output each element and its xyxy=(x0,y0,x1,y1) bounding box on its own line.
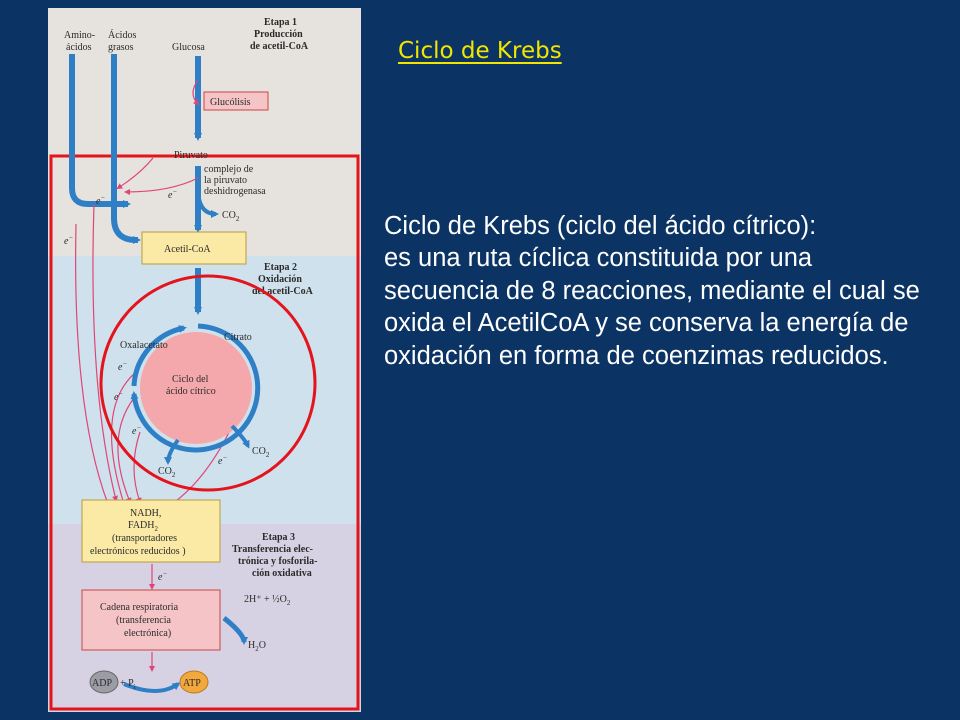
co2-arrow-left xyxy=(164,438,180,465)
highlight-frame xyxy=(49,154,360,711)
atp-node xyxy=(179,670,209,694)
electron-label-3: e− xyxy=(64,234,73,247)
cycle-disc xyxy=(140,332,252,444)
glycolysis-label: Glucólisis xyxy=(210,97,251,108)
carriers-l4: electrónicos reducidos ) xyxy=(90,546,186,557)
co2-label-1: CO2 xyxy=(222,210,240,223)
chain-l2: (transferencia xyxy=(116,615,172,626)
cycle-l1: Ciclo del xyxy=(172,374,209,385)
cycle-l2: ácido cítrico xyxy=(166,386,216,397)
chain-l3: electrónica) xyxy=(124,628,171,639)
electron-label-2: e− xyxy=(168,188,177,201)
flow-fatty-arrow xyxy=(111,54,141,244)
electron-label-7: e− xyxy=(218,454,227,467)
carriers-l2: FADH2 xyxy=(128,520,158,533)
stage3-l2: Transferencia elec- xyxy=(232,544,313,555)
electron-label-8: e− xyxy=(158,570,167,583)
stage3-l1: Etapa 3 xyxy=(262,532,295,543)
cycle-ring-back xyxy=(131,325,187,387)
carriers-box xyxy=(81,499,221,563)
slide-title: Ciclo de Krebs xyxy=(398,38,562,64)
co2-label-3: CO2 xyxy=(252,446,270,459)
electron-glycolysis xyxy=(192,79,200,106)
water-arrow xyxy=(222,616,248,645)
stage1-l1: Etapa 1 xyxy=(264,17,297,28)
chain-box xyxy=(81,589,221,651)
adp-node xyxy=(89,670,119,694)
body-line-description: es una ruta cíclica constituida por una … xyxy=(384,244,920,370)
stage1-l3: de acetil-CoA xyxy=(250,41,309,52)
stage1-background xyxy=(48,8,361,256)
glycolysis-box xyxy=(203,91,269,111)
electron-label-5: e− xyxy=(114,390,123,403)
electron-pyruvate-2 xyxy=(124,177,199,195)
flow-co2-branch xyxy=(196,187,219,218)
electron-label-6: e− xyxy=(132,424,141,437)
slide-body: Ciclo de Krebs (ciclo del ácido cítrico)… xyxy=(384,210,929,372)
oxaloacetate-label: Oxalacetato xyxy=(120,340,168,351)
stage3-l3: trónica y fosforila- xyxy=(238,556,317,567)
pyruvate-label: Piruvato xyxy=(174,150,208,161)
electron-label-4: e− xyxy=(118,360,127,373)
carriers-l1: NADH, xyxy=(130,508,161,519)
stage1-l2: Producción xyxy=(254,29,303,40)
flow-amino-arrow xyxy=(69,54,131,208)
oxygen-label: 2H⁺ + ½O2 xyxy=(244,594,291,607)
electron-pyruvate-1 xyxy=(116,157,154,190)
label-amino-2: ácidos xyxy=(66,42,92,53)
label-glucose: Glucosa xyxy=(172,42,205,53)
stage3-l4: ción oxidativa xyxy=(252,568,312,579)
electron-long-1 xyxy=(75,223,110,506)
complex-l1: complejo de xyxy=(204,164,254,175)
stage2-l1: Etapa 2 xyxy=(264,262,297,273)
citrate-label: Citrato xyxy=(224,332,252,343)
body-line-definition: Ciclo de Krebs (ciclo del ácido cítrico)… xyxy=(384,212,817,240)
atp-arrow xyxy=(123,682,181,693)
electron-cycle-3 xyxy=(133,431,142,504)
co2-arrow-right xyxy=(230,424,250,449)
atp-label: ATP xyxy=(183,678,201,689)
label-amino-1: Amino- xyxy=(64,30,95,41)
pi-label: + Pi xyxy=(120,678,136,691)
cycle-ring xyxy=(130,323,261,453)
electron-cycle-2 xyxy=(117,397,135,504)
carriers-l3: (transportadores xyxy=(112,533,177,544)
complex-l3: deshidrogenasa xyxy=(204,186,266,197)
stage2-l3: del acetil-CoA xyxy=(252,286,314,297)
electron-long-2 xyxy=(92,203,118,502)
highlight-circle xyxy=(99,274,317,492)
co2-label-2: CO2 xyxy=(158,466,176,479)
complex-l2: la piruvato xyxy=(204,175,247,186)
stage2-l2: Oxidación xyxy=(258,274,302,285)
chain-l1: Cadena respiratoria xyxy=(100,602,179,613)
label-fatty-1: Ácidos xyxy=(108,29,136,41)
acetyl-coa-box xyxy=(141,231,247,265)
water-label: H2O xyxy=(248,640,266,653)
acetyl-coa-label: Acetil-CoA xyxy=(164,244,211,255)
label-fatty-2: grasos xyxy=(108,42,134,53)
electron-label-1: e− xyxy=(96,194,105,207)
adp-label: ADP xyxy=(92,678,112,689)
electron-cycle-1 xyxy=(110,371,137,506)
